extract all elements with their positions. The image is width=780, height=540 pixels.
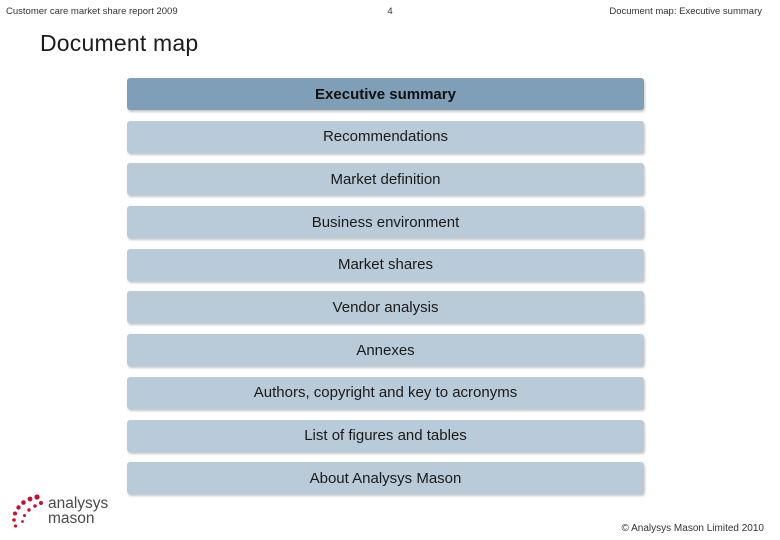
- header-section-title: Document map: Executive summary: [609, 6, 762, 17]
- map-item-executive-summary[interactable]: Executive summary: [127, 78, 644, 110]
- logo-line-2: mason: [48, 510, 95, 527]
- dot-arc-logo-icon: [12, 494, 43, 528]
- logo-wordmark: analysys mason: [48, 495, 109, 527]
- page-title: Document map: [40, 30, 199, 56]
- map-item-market-shares[interactable]: Market shares: [127, 248, 644, 281]
- document-map: Executive summary Recommendations Market…: [127, 78, 644, 505]
- map-item-authors-copyright[interactable]: Authors, copyright and key to acronyms: [127, 376, 644, 409]
- analysys-mason-logo: analysys mason: [10, 494, 120, 534]
- page-number: 4: [387, 6, 393, 17]
- map-item-recommendations[interactable]: Recommendations: [127, 120, 644, 153]
- copyright-notice: © Analysys Mason Limited 2010: [621, 523, 764, 534]
- map-item-list-of-figures[interactable]: List of figures and tables: [127, 419, 644, 452]
- map-item-market-definition[interactable]: Market definition: [127, 163, 644, 196]
- header-report-title: Customer care market share report 2009: [6, 6, 178, 17]
- map-item-about-analysys-mason[interactable]: About Analysys Mason: [127, 462, 644, 495]
- map-item-business-environment[interactable]: Business environment: [127, 206, 644, 239]
- logo-line-1: analysys: [48, 495, 109, 512]
- map-item-annexes[interactable]: Annexes: [127, 334, 644, 367]
- map-item-vendor-analysis[interactable]: Vendor analysis: [127, 291, 644, 324]
